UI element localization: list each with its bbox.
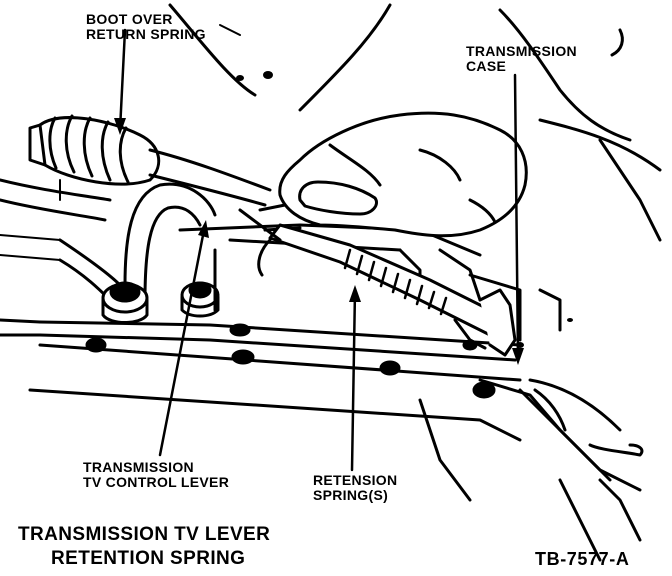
caption-line-1: TRANSMISSION TV LEVER	[18, 524, 271, 545]
figure-code: TB-7577-A	[535, 549, 630, 569]
label-tv-control-lever: TRANSMISSION TV CONTROL LEVER	[83, 459, 230, 490]
label-retention-springs: RETENSION SPRING(S)	[313, 472, 398, 503]
bent-tube	[0, 182, 217, 302]
leader-lines	[118, 28, 520, 472]
tube-fittings	[101, 281, 220, 324]
cable-tube	[0, 148, 272, 222]
label-transmission-case: TRANSMISSION CASE	[466, 43, 577, 74]
figure-caption: TRANSMISSION TV LEVER RETENTION SPRING	[18, 523, 270, 571]
boot-over-return-spring	[28, 114, 161, 186]
leader-tv-lever	[158, 223, 207, 457]
retention-spring	[238, 208, 517, 357]
caption-line-2: RETENTION SPRING	[51, 548, 246, 569]
pan-bolts	[85, 323, 496, 399]
label-boot-over-return-spring: BOOT OVER RETURN SPRING	[86, 11, 206, 42]
background-dots	[236, 71, 573, 348]
leader-retention-spring	[350, 288, 357, 472]
leader-case	[513, 73, 520, 362]
hand	[258, 111, 528, 238]
leader-boot	[118, 28, 127, 132]
lower-right-outline	[528, 378, 644, 562]
leader-arrowheads	[114, 118, 524, 365]
background-outline	[168, 3, 662, 242]
pan-rail	[0, 318, 642, 502]
